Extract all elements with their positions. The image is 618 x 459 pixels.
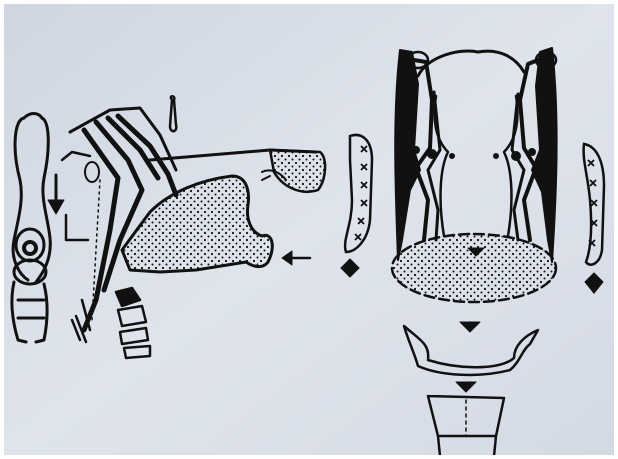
dotted-ellipse xyxy=(392,234,556,302)
